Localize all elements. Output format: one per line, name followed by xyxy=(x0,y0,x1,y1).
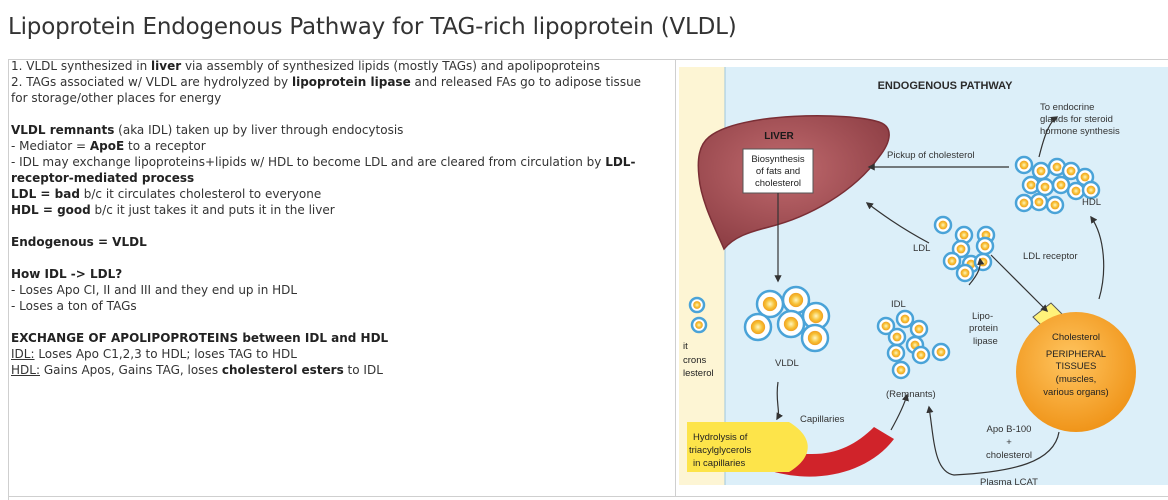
hydrolysis-shape xyxy=(687,422,808,472)
note-endogenous: Endogenous = VLDL xyxy=(11,235,147,249)
pathway-arrows xyxy=(774,116,1105,476)
lipase-label-2: protein xyxy=(969,323,998,334)
hydrolysis-label-1: Hydrolysis of xyxy=(693,432,748,443)
endocrine-label-3: hormone synthesis xyxy=(1040,126,1120,137)
biosynthesis-box xyxy=(742,148,814,194)
ldl-particle-core xyxy=(947,256,957,266)
note-hdl: HDL = good b/c it just takes it and puts… xyxy=(11,203,335,217)
edge-particle-core xyxy=(693,301,701,309)
biosynthesis-line-1: Biosynthesis xyxy=(751,154,805,165)
apo-label-1: Apo B-100 xyxy=(987,424,1032,435)
vldl-particle-core xyxy=(807,330,823,346)
note-exchange-hdl: HDL: Gains Apos, Gains TAG, loses choles… xyxy=(11,363,383,377)
hdl-particle-core xyxy=(1026,180,1036,190)
notes-text: 1. VLDL synthesized in liver via assembl… xyxy=(11,58,661,378)
note-idl-exchange: - IDL may exchange lipoproteins+lipids w… xyxy=(11,155,636,185)
edge-text-2: crons xyxy=(683,355,706,366)
peripheral-cholesterol-label: Cholesterol xyxy=(1052,332,1100,343)
biosynthesis-line-3: cholesterol xyxy=(755,178,801,189)
hdl-particle-core xyxy=(1066,166,1076,176)
vldl-particle-core xyxy=(750,319,766,335)
hdl-particle-core xyxy=(1040,182,1050,192)
biosynthesis-line-2: of fats and xyxy=(756,166,800,177)
idl-particle-core xyxy=(881,321,891,331)
ldl-particle-core xyxy=(959,230,969,240)
vldl-particle-core xyxy=(783,316,799,332)
ldl-particle-core xyxy=(956,244,966,254)
hdl-particle-core xyxy=(1019,160,1029,170)
pickup-label: Pickup of cholesterol xyxy=(887,150,975,161)
hdl-particle-core xyxy=(1052,162,1062,172)
hdl-particle-core xyxy=(1071,186,1081,196)
hdl-particle-core xyxy=(1050,200,1060,210)
capillaries-label: Capillaries xyxy=(800,414,845,425)
idl-particle-core xyxy=(896,365,906,375)
ldl-particle-core xyxy=(960,268,970,278)
vldl-particle-core xyxy=(762,296,778,312)
hdl-particle-core xyxy=(1019,198,1029,208)
capillary-shape xyxy=(771,427,894,477)
note-how-2: - Loses a ton of TAGs xyxy=(11,299,137,313)
note-how-1: - Loses Apo CI, II and III and they end … xyxy=(11,283,298,297)
hdl-label: HDL xyxy=(1082,197,1101,208)
lipase-label-1: Lipo- xyxy=(972,311,993,322)
apo-label-3: cholesterol xyxy=(986,450,1032,461)
ldl-particle-core xyxy=(980,241,990,251)
hydrolysis-label-2: triacylglycerols xyxy=(689,445,752,456)
lipase-label-3: lipase xyxy=(973,336,998,347)
hydrolysis-label-3: in capillaries xyxy=(693,458,746,469)
content-table xyxy=(8,59,1168,500)
vldl-particle-core xyxy=(808,308,824,324)
peripheral-label-3: (muscles, xyxy=(1056,374,1097,385)
edge-text-3: lesterol xyxy=(683,368,714,379)
notes-cell xyxy=(9,60,676,497)
peripheral-label-4: various organs) xyxy=(1043,387,1108,398)
note-line-2: 2. TAGs associated w/ VLDL are hydrolyze… xyxy=(11,75,642,105)
endocrine-label-2: glands for steroid xyxy=(1040,114,1113,125)
peripheral-tissues-shape xyxy=(1016,312,1136,432)
idl-particle-core xyxy=(891,348,901,358)
hdl-particle-core xyxy=(1080,172,1090,182)
idl-label: IDL xyxy=(891,299,906,310)
idl-particle-core xyxy=(900,314,910,324)
apo-label-2: + xyxy=(1006,437,1012,448)
ldl-label: LDL xyxy=(913,243,930,254)
remnants-label: (Remnants) xyxy=(886,389,936,400)
image-cell xyxy=(676,60,1168,497)
idl-particle-core xyxy=(892,332,902,342)
vldl-particle-core xyxy=(788,292,804,308)
ldl-receptor-label: LDL receptor xyxy=(1023,251,1078,262)
hdl-particle-core xyxy=(1034,197,1044,207)
page-title: Lipoprotein Endogenous Pathway for TAG-r… xyxy=(8,14,737,40)
note-mediator: - Mediator = ApoE to a receptor xyxy=(11,139,206,153)
hdl-particle-core xyxy=(1086,185,1096,195)
edge-particle-core xyxy=(695,321,703,329)
peripheral-label-1: PERIPHERAL xyxy=(1046,349,1106,360)
ldl-particle-core xyxy=(938,220,948,230)
endocrine-label-1: To endocrine xyxy=(1040,102,1094,113)
note-exchange-heading: EXCHANGE OF APOLIPOPROTEINS between IDL … xyxy=(11,331,389,345)
note-ldl: LDL = bad b/c it circulates cholesterol … xyxy=(11,187,322,201)
endogenous-pathway-diagram: ENDOGENOUS PATHWAY LIVER Biosynthesis of… xyxy=(679,67,1168,485)
note-line-1: 1. VLDL synthesized in liver via assembl… xyxy=(11,59,600,73)
liver-label: LIVER xyxy=(764,131,794,142)
hdl-particle-core xyxy=(1036,166,1046,176)
note-exchange-idl: IDL: Loses Apo C1,2,3 to HDL; loses TAG … xyxy=(11,347,297,361)
idl-particle-core xyxy=(916,350,926,360)
peripheral-label-2: TISSUES xyxy=(1056,361,1097,372)
idl-particle-core xyxy=(914,324,924,334)
note-remnants: VLDL remnants (aka IDL) taken up by live… xyxy=(11,123,404,137)
edge-text-1: it xyxy=(683,341,688,352)
lcat-label: Plasma LCAT xyxy=(980,477,1038,485)
hdl-particle-core xyxy=(1056,180,1066,190)
vldl-label: VLDL xyxy=(775,358,799,369)
idl-particle-core xyxy=(936,347,946,357)
note-how-heading: How IDL -> LDL? xyxy=(11,267,123,281)
diagram-heading: ENDOGENOUS PATHWAY xyxy=(878,80,1014,92)
